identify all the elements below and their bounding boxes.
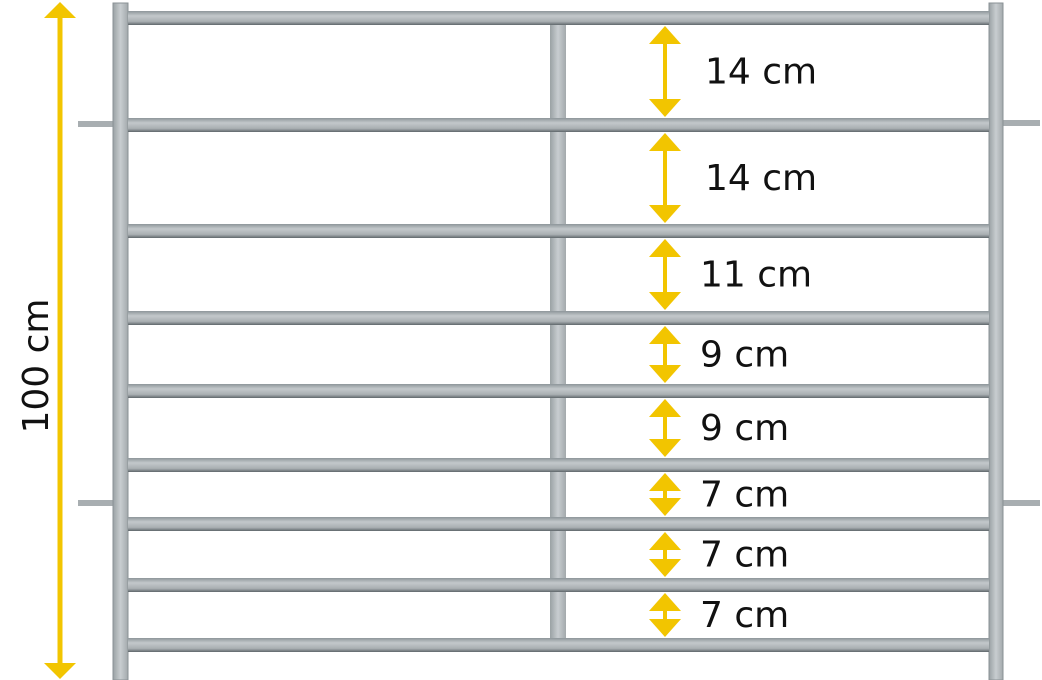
hinge-pin [78,500,113,506]
spacing-label: 14 cm [705,158,817,199]
spacing-label: 7 cm [700,595,789,636]
hinge-pin [78,121,113,127]
spacing-label: 11 cm [700,255,812,296]
arrow-up-icon [649,473,681,491]
arrow-up-icon [649,26,681,44]
arrow-down-icon [649,439,681,457]
arrow-up-icon [649,239,681,257]
hinge-pin [1003,500,1040,506]
arrow-down-icon [649,292,681,310]
rail [128,311,989,325]
arrow-up-icon [649,532,681,550]
spacing-dimension: 9 cm [649,399,789,457]
rail [128,578,989,592]
spacing-label: 7 cm [700,475,789,516]
arrow-down-icon [649,619,681,637]
overall-height-label: 100 cm [16,298,57,433]
arrow-down-icon [649,365,681,383]
rail [128,384,989,398]
dimension-annotations: 14 cm 14 cm 11 cm 9 cm 9 cm 7 cm 7 cm 7 cm [44,2,817,679]
left-post [112,2,129,680]
arrow-up-icon [649,593,681,611]
arrow-down-icon [649,559,681,577]
gate-frame [78,2,1040,680]
spacing-label: 14 cm [705,52,817,93]
arrow-up-icon [649,133,681,151]
spacing-dimension: 9 cm [649,326,789,383]
hinge-pin [1003,120,1040,126]
rail [128,224,989,238]
spacing-dimension: 14 cm [649,133,817,223]
spacing-dimension: 7 cm [649,532,789,577]
rail [128,11,989,25]
rail [128,517,989,531]
center-post [550,20,566,642]
right-post [988,2,1004,680]
arrow-down-icon [649,205,681,223]
rail [128,638,989,652]
spacing-label: 9 cm [700,335,789,376]
spacing-label: 9 cm [700,408,789,449]
arrow-down-icon [44,663,76,679]
arrow-down-icon [649,99,681,117]
spacing-dimension: 7 cm [649,473,789,516]
spacing-dimension: 11 cm [649,239,812,310]
arrow-up-icon [649,326,681,344]
spacing-dimension: 14 cm [649,26,817,117]
spacing-dimension: 7 cm [649,593,789,637]
rail [128,458,989,472]
arrow-up-icon [44,2,76,18]
spacing-label: 7 cm [700,535,789,576]
arrow-down-icon [649,498,681,516]
rail [128,118,989,132]
arrow-up-icon [649,399,681,417]
